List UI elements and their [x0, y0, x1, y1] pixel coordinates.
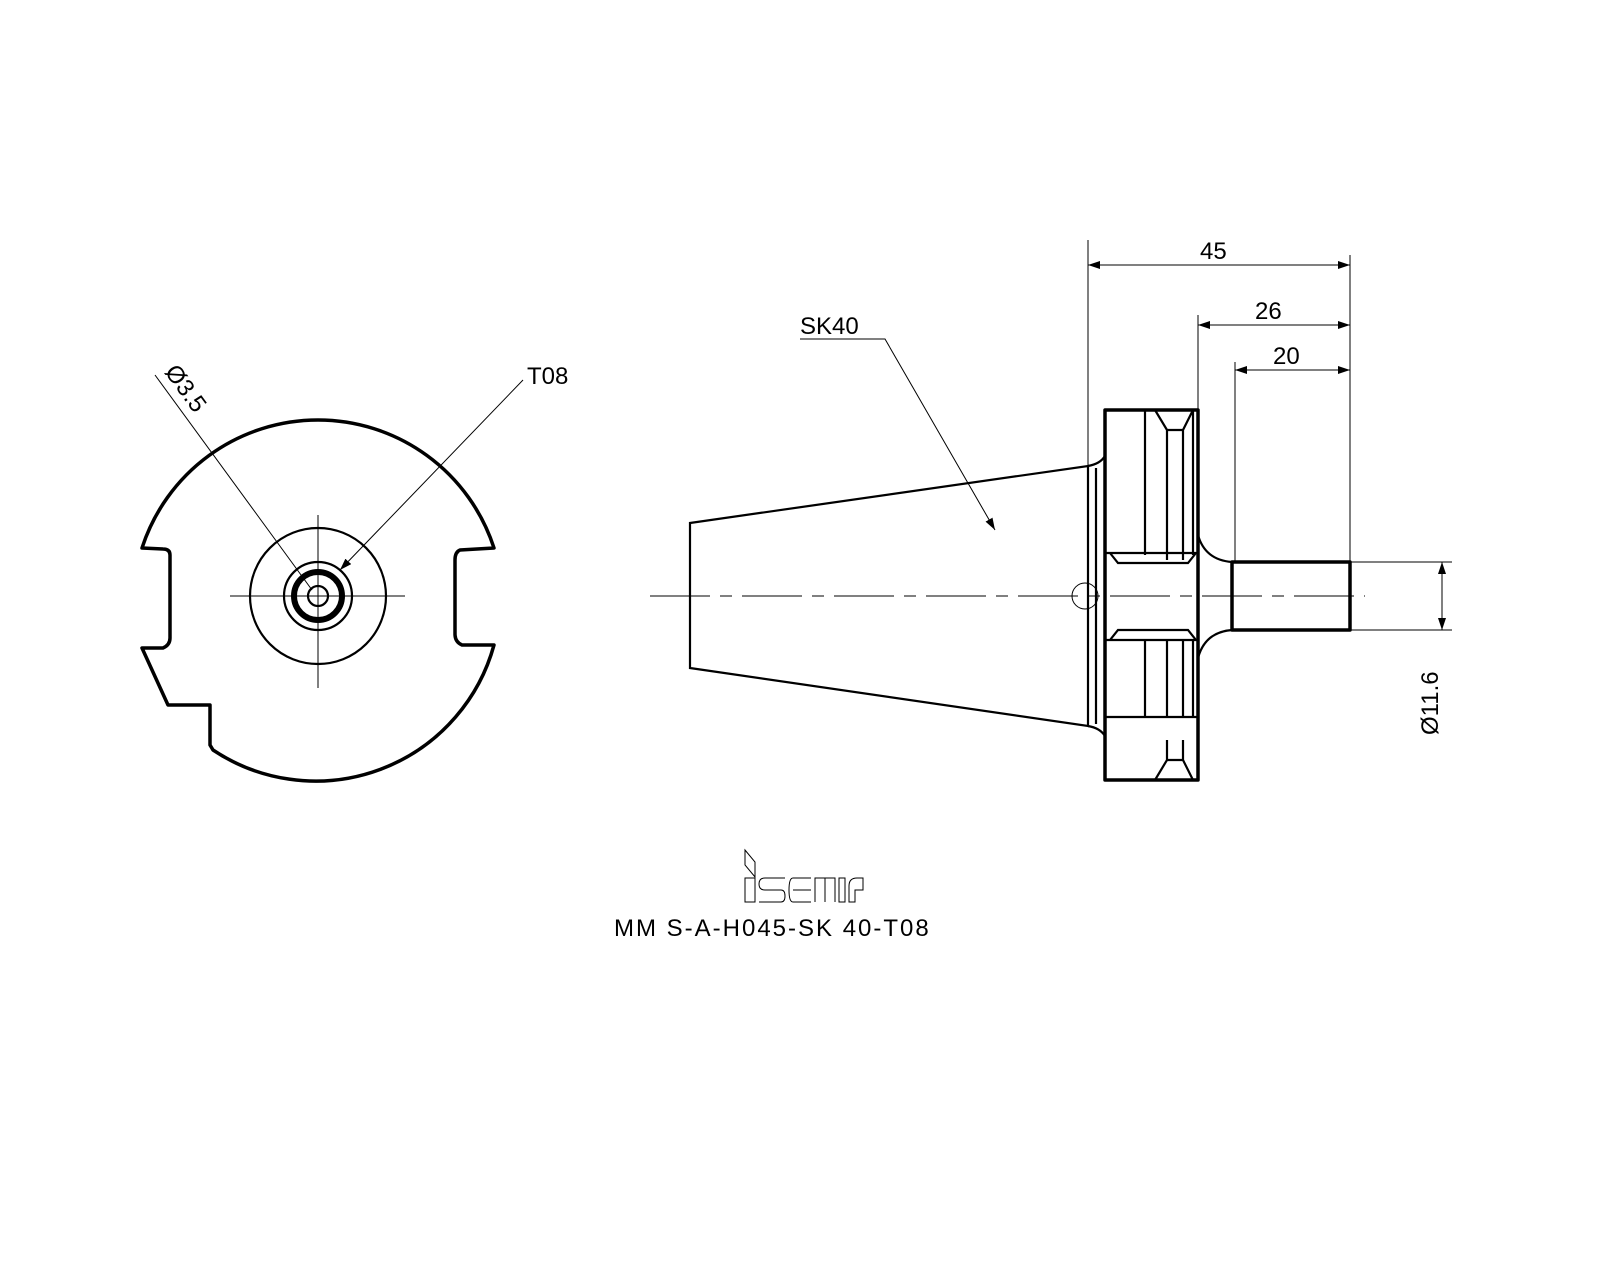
dim-20-label: 20	[1273, 343, 1300, 370]
shank-diameter-label: Ø11.6	[1417, 671, 1444, 735]
tool-size-label: T08	[527, 363, 568, 390]
front-view: Ø3.5 T08	[140, 360, 568, 783]
tool-size-leader	[339, 379, 524, 571]
shank-fillet	[1196, 534, 1233, 659]
taper-label: SK40	[800, 313, 859, 340]
hole-diameter-label: Ø3.5	[159, 360, 211, 418]
side-view: 45 26 20 Ø11.6 SK40	[650, 238, 1452, 782]
dim-26-label: 26	[1255, 298, 1282, 325]
dim-45-label: 45	[1200, 238, 1227, 265]
front-view-outline	[140, 418, 496, 783]
part-number: MM S-A-H045-SK 40-T08	[614, 915, 931, 942]
flange-groove-top	[1143, 409, 1195, 560]
hole-diameter-leader	[154, 374, 313, 591]
flange-groove-bottom	[1105, 640, 1198, 781]
iscar-logo	[744, 848, 864, 903]
flange	[1103, 408, 1200, 782]
flange-keyway-bottom	[1105, 628, 1198, 642]
flange-keyway-top	[1105, 551, 1198, 565]
taper-leader	[800, 338, 996, 531]
